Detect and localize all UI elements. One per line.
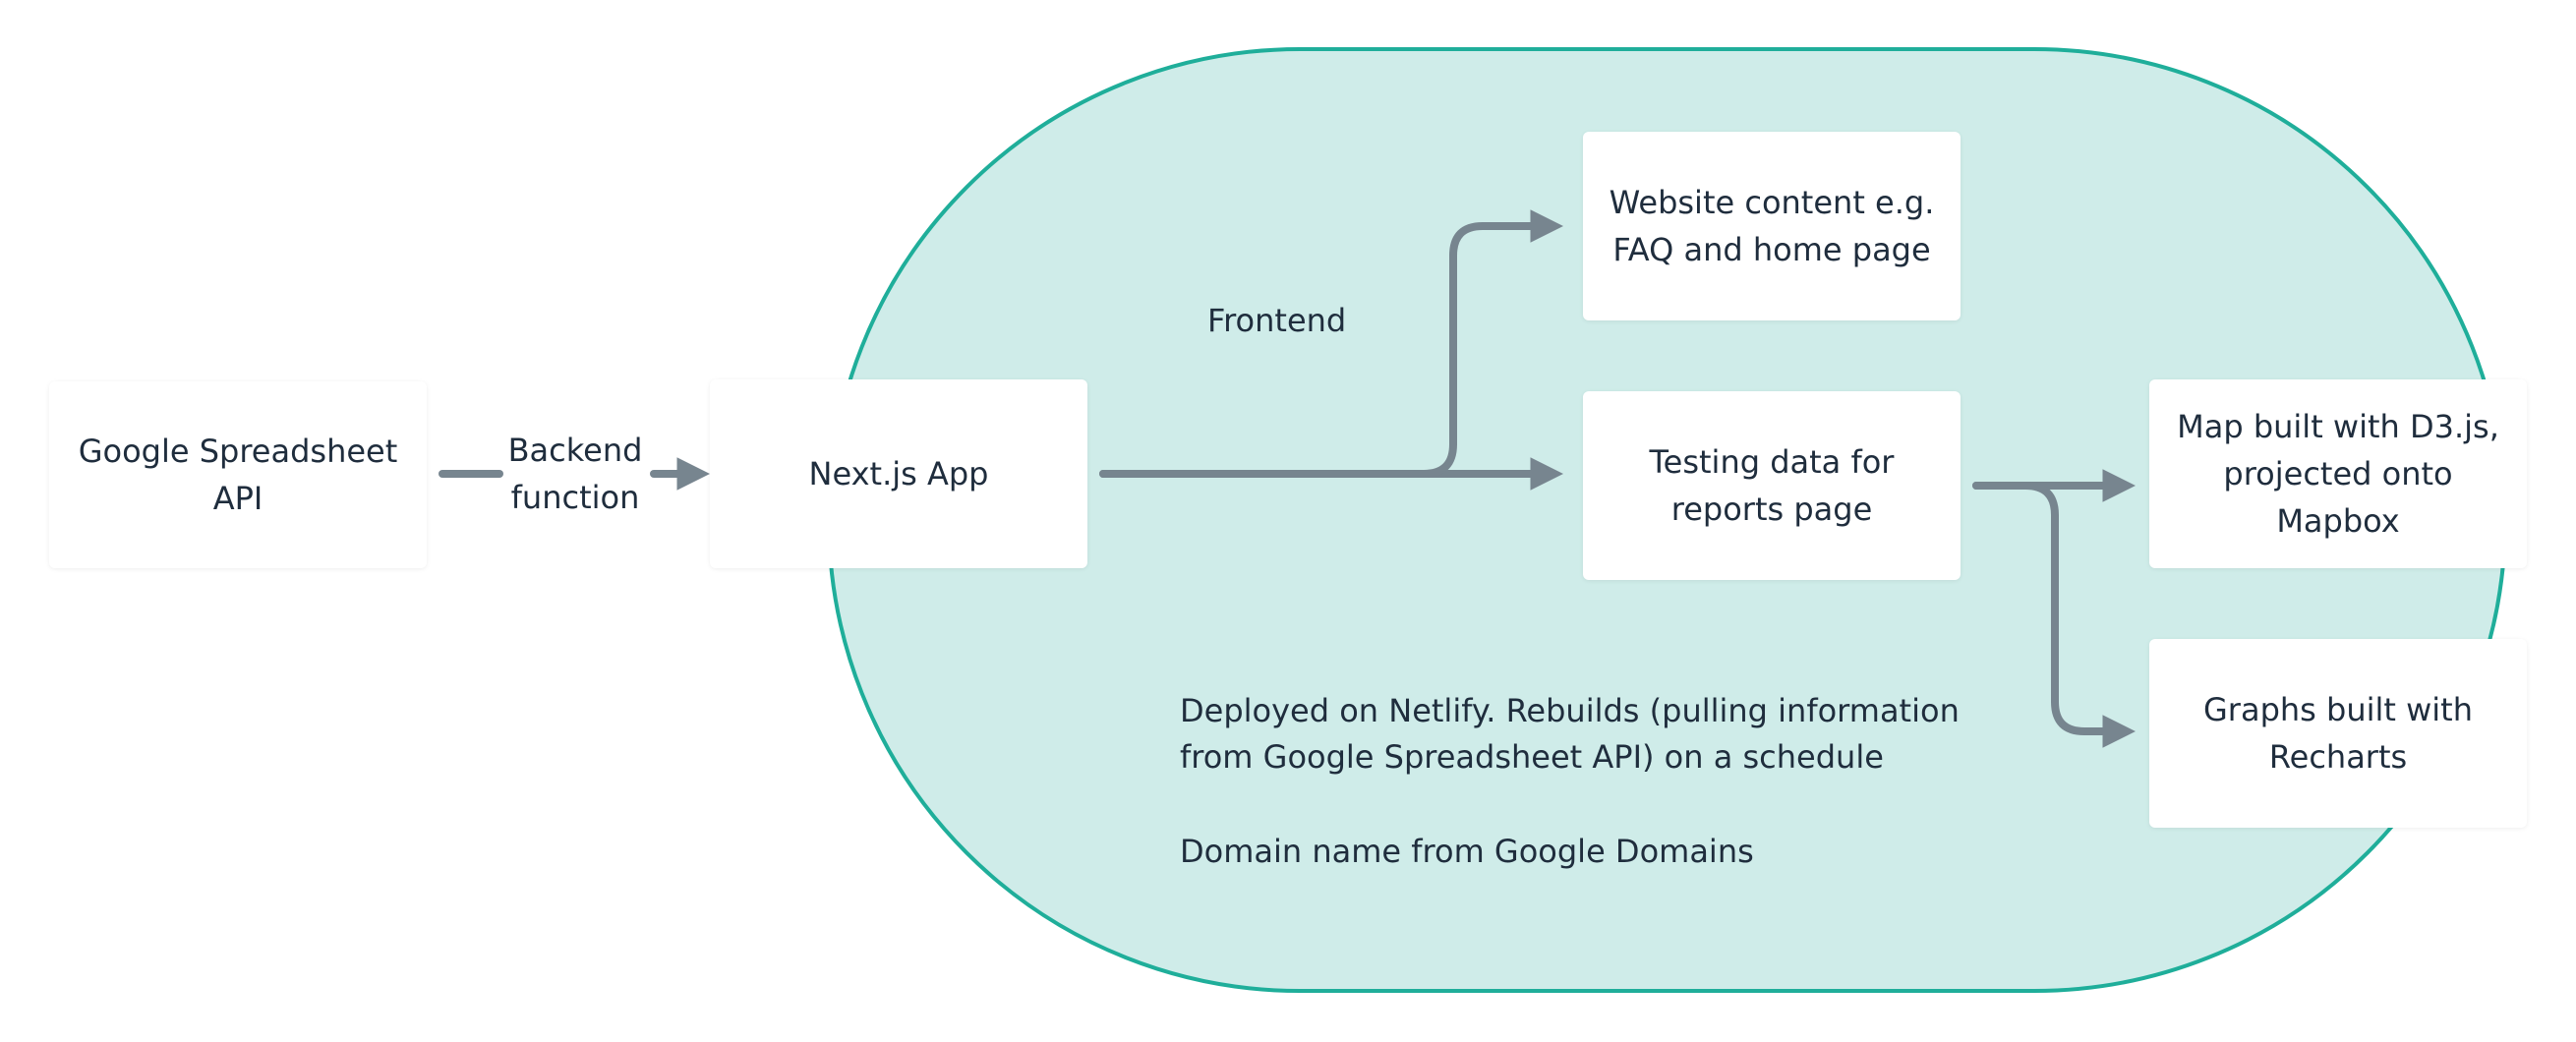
node-map-text: Map built with D3.js, projected onto Map… xyxy=(2177,408,2499,540)
node-map: Map built with D3.js, projected onto Map… xyxy=(2149,379,2527,568)
label-deploy-line2: from Google Spreadsheet API) on a schedu… xyxy=(1180,738,1884,776)
label-frontend: Frontend xyxy=(1207,302,1347,339)
node-google-spreadsheet-api-text: Google Spreadsheet API xyxy=(78,433,398,517)
node-graphs: Graphs built with Recharts xyxy=(2149,639,2527,828)
node-nextjs-app-text: Next.js App xyxy=(808,455,989,492)
node-testing-data-text: Testing data for reports page xyxy=(1649,443,1895,528)
node-website-content: Website content e.g. FAQ and home page xyxy=(1583,132,1961,320)
node-testing-data: Testing data for reports page xyxy=(1583,391,1961,580)
node-website-content-text: Website content e.g. FAQ and home page xyxy=(1609,184,1935,268)
arrow-nextjs-to-website xyxy=(1099,209,1564,478)
label-deploy-line1: Deployed on Netlify. Rebuilds (pulling i… xyxy=(1180,692,1960,729)
node-nextjs-app: Next.js App xyxy=(710,379,1087,568)
node-graphs-text: Graphs built with Recharts xyxy=(2203,691,2473,776)
label-backend-function: Backend function xyxy=(507,432,643,516)
label-domain: Domain name from Google Domains xyxy=(1180,833,1754,870)
node-google-spreadsheet-api: Google Spreadsheet API xyxy=(49,381,427,568)
arrow-testing-to-graphs xyxy=(1972,482,2137,748)
